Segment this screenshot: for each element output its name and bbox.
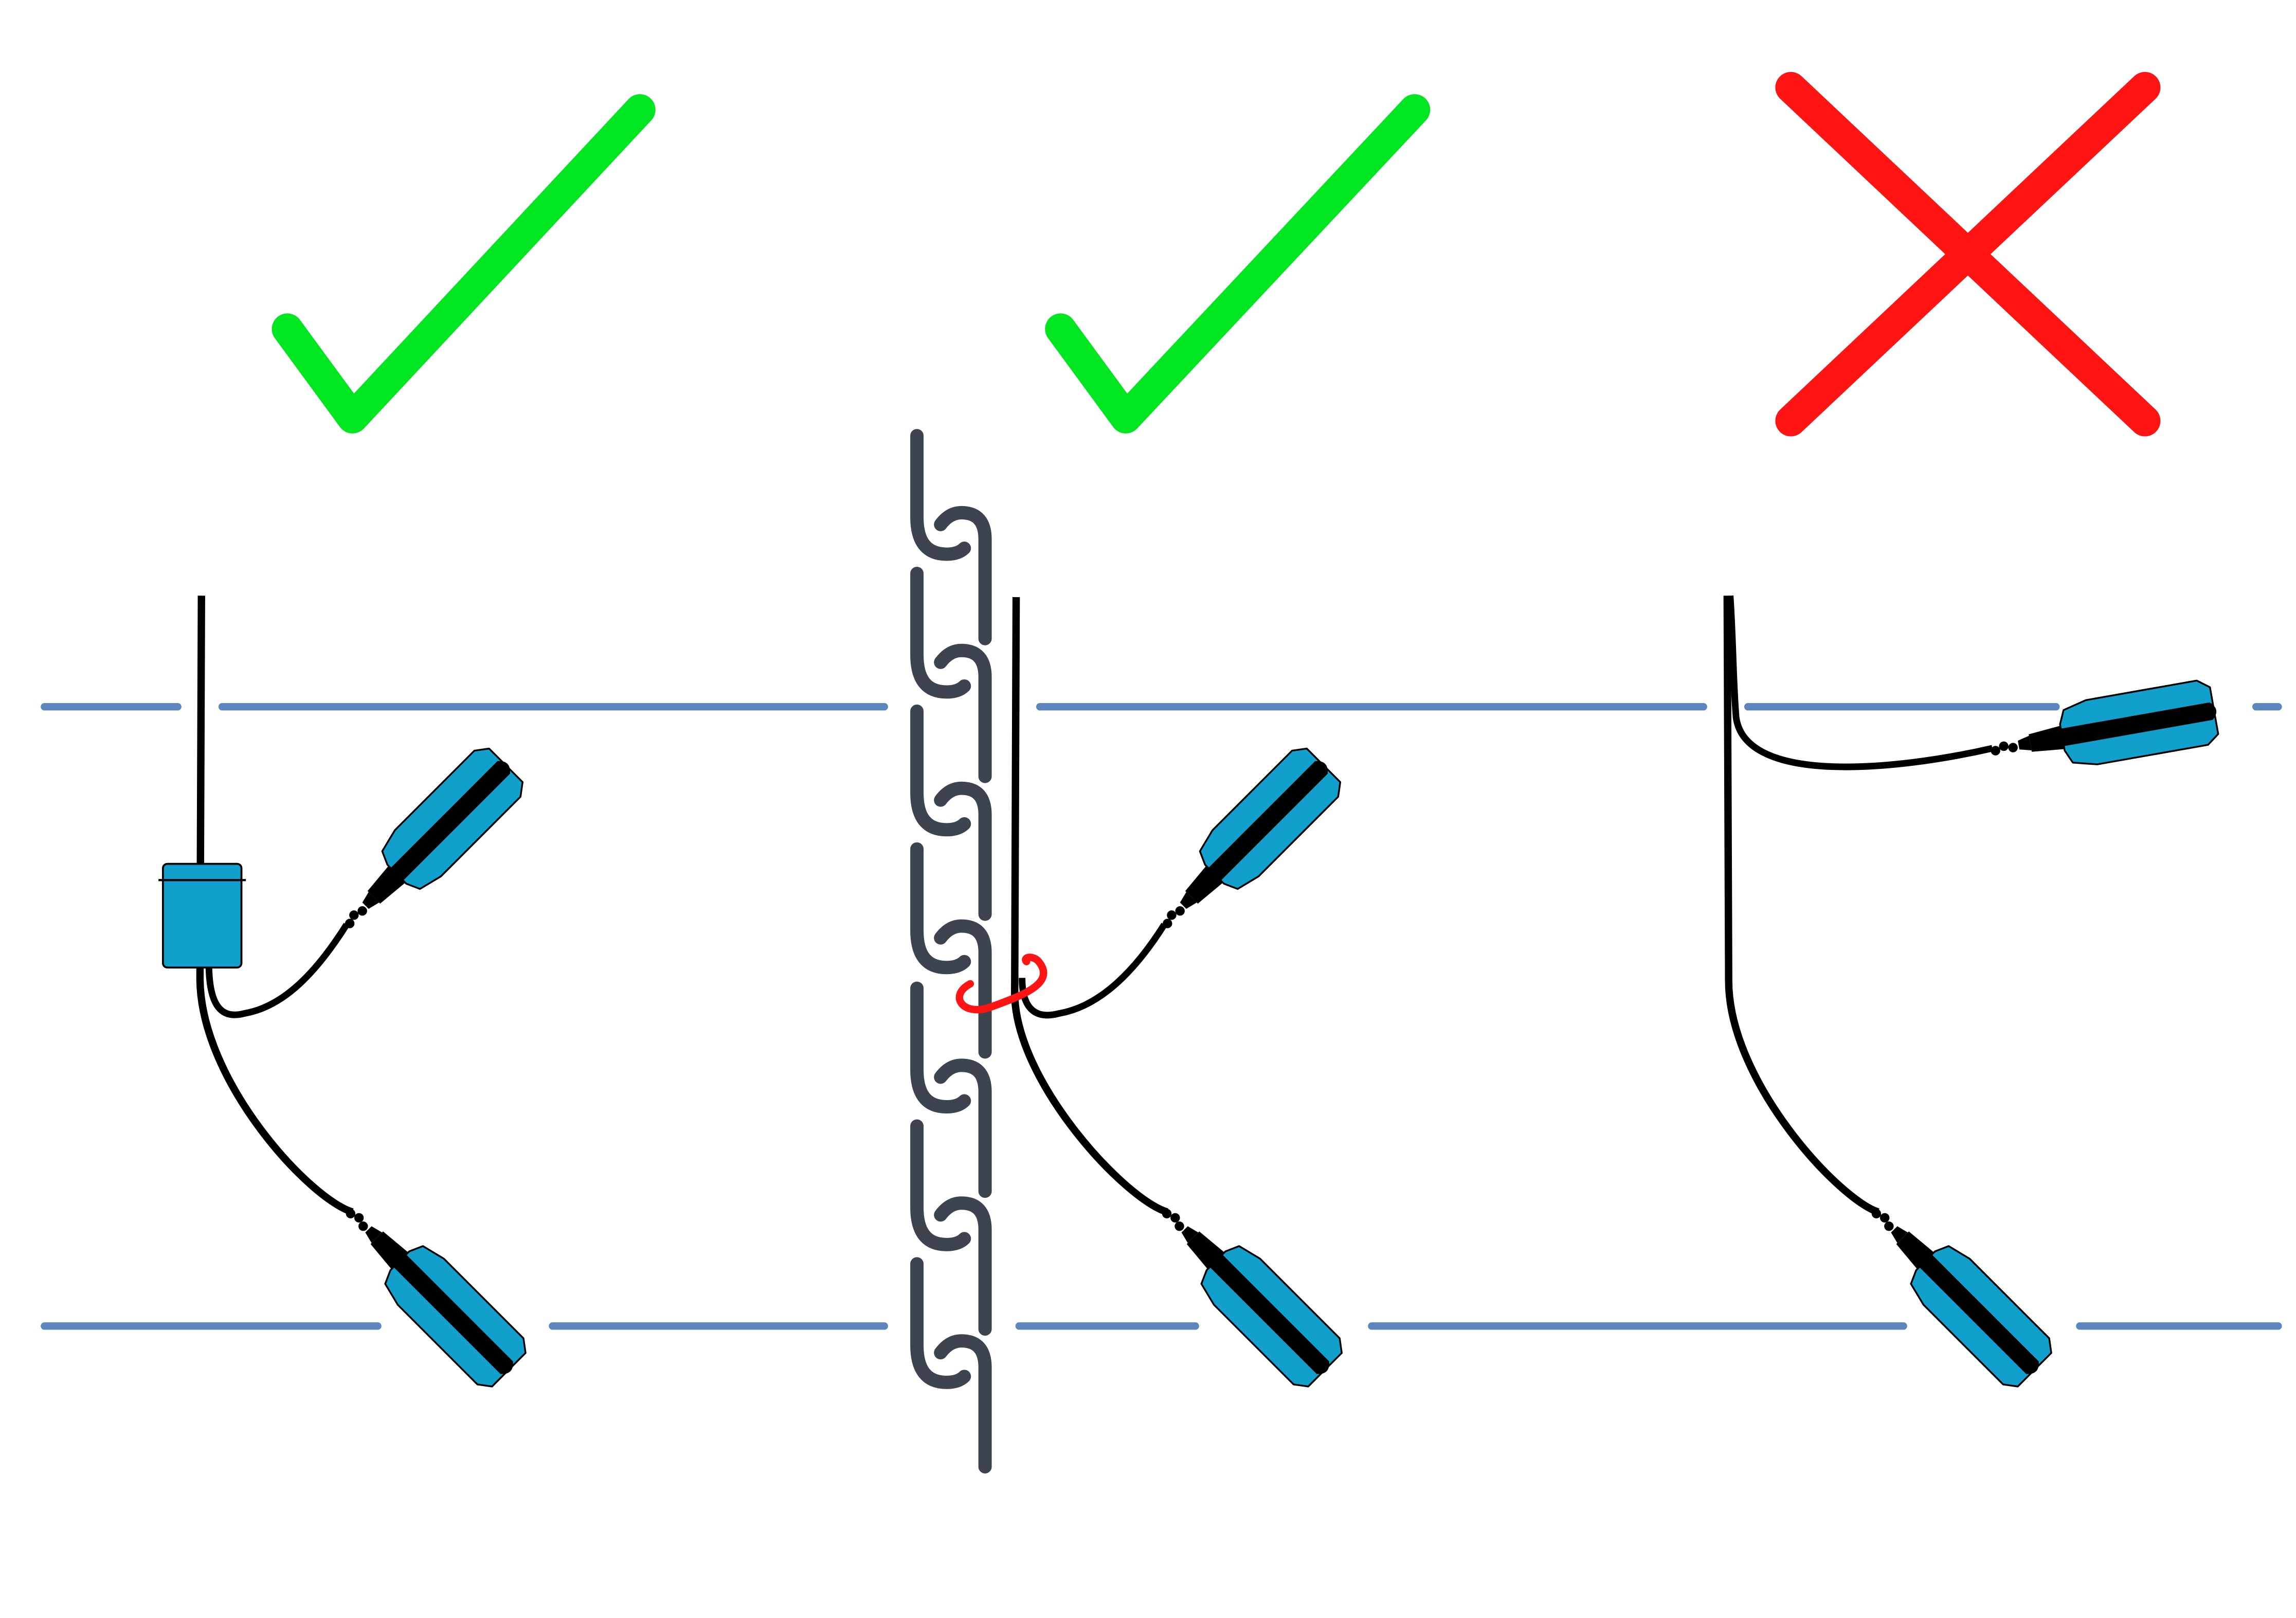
incorrect-cross-icon <box>1775 71 2161 437</box>
main-cable <box>1723 596 1880 1216</box>
chain <box>917 436 985 1467</box>
branch-cable <box>205 923 350 1018</box>
branch-cable <box>1727 595 1993 770</box>
upper-float-switch-icon <box>321 740 532 950</box>
lower-float-switch-icon <box>1850 1185 2060 1395</box>
lower-float-switch-icon <box>1141 1185 1351 1395</box>
main-cable <box>196 596 354 1216</box>
upper-float-switch-icon <box>1139 740 1349 950</box>
correct-check-icon-1 <box>272 94 656 434</box>
lower-float-switch-icon <box>324 1185 535 1395</box>
cable-tie-icon <box>955 954 1047 1014</box>
branch-cable <box>1019 923 1167 1019</box>
panel-weight-on-cable <box>158 596 535 1395</box>
correct-check-icon-2 <box>1045 94 1431 434</box>
panel-hanging-freely <box>1723 595 2223 1395</box>
upper-float-switch-icon <box>1984 677 2223 783</box>
panel-anchored-to-chain <box>917 436 1351 1467</box>
main-cable <box>1011 597 1169 1216</box>
cable-weight-icon <box>158 862 246 969</box>
